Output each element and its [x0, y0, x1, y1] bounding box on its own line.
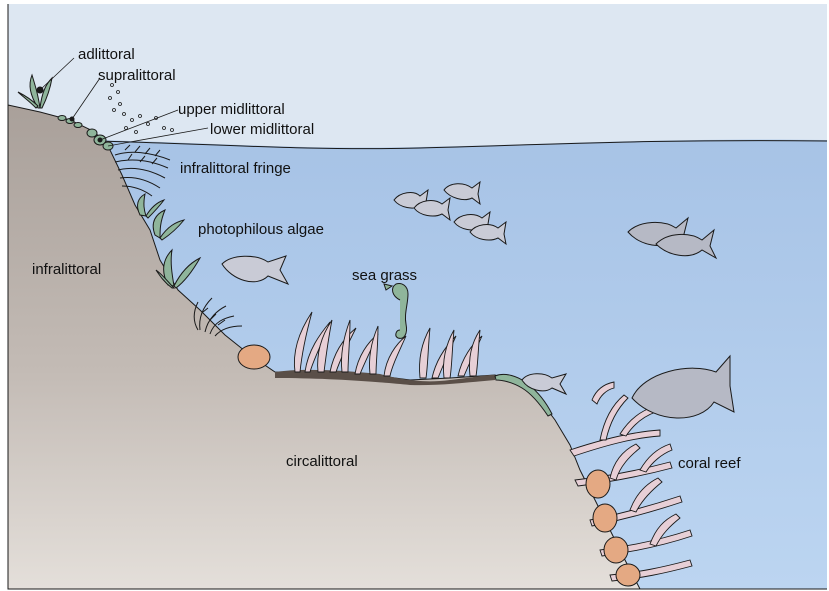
sea-grass-label: sea grass [352, 268, 417, 283]
circalittoral-label: circalittoral [286, 454, 358, 469]
infralittoral-label: infralittoral [32, 262, 101, 277]
photophilous-algae-label: photophilous algae [198, 222, 324, 237]
infralittoral-fringe-label: infralittoral fringe [180, 161, 291, 176]
lower-midlittoral-label: lower midlittoral [210, 122, 314, 137]
coral-reef-label: coral reef [678, 456, 741, 471]
supralittoral-label: supralittoral [98, 68, 176, 83]
sponge-icon [238, 345, 270, 369]
adlittoral-label: adlittoral [78, 47, 135, 62]
upper-midlittoral-label: upper midlittoral [178, 102, 285, 117]
